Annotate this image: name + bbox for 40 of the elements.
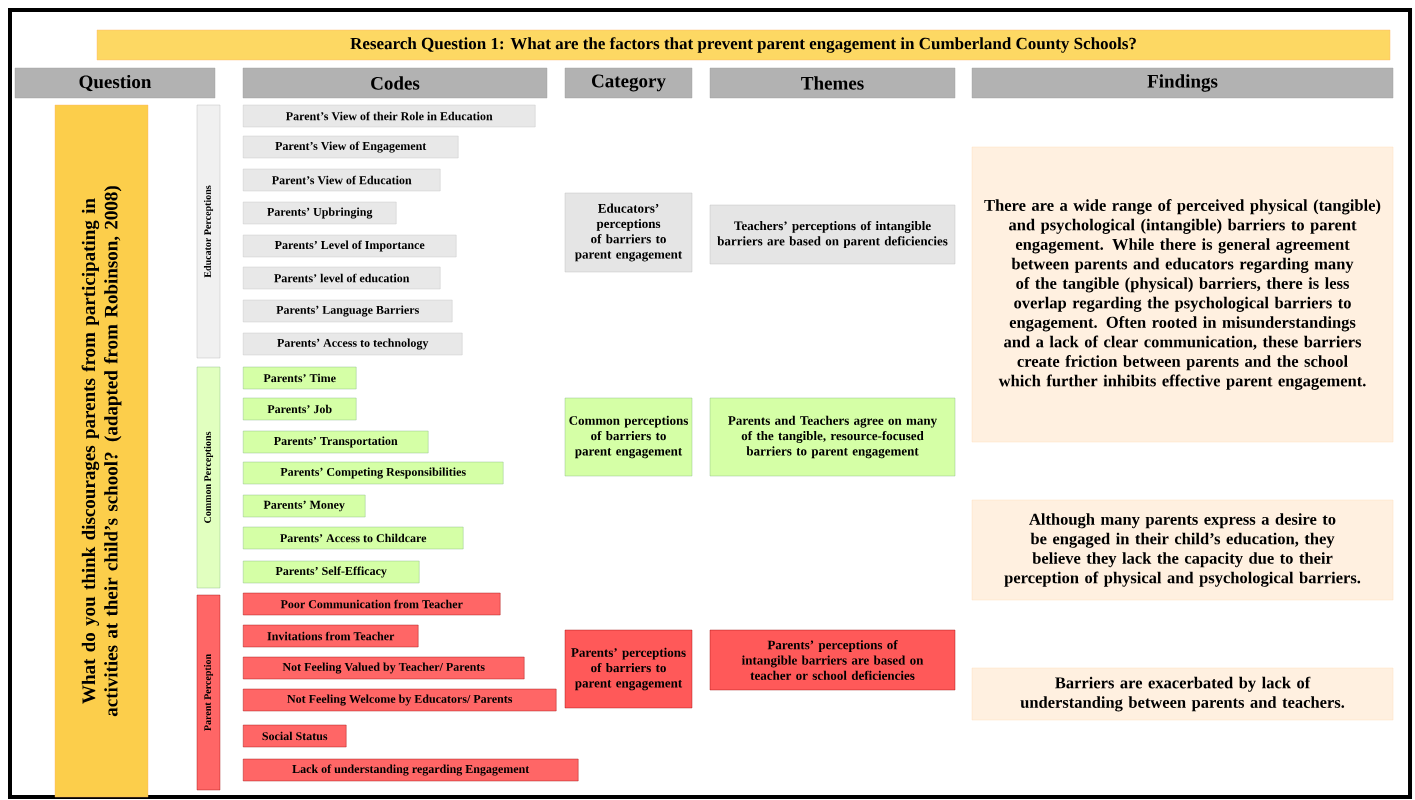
code-box: Social Status [243,724,347,748]
category-box: Parents’ perceptions of barriers to parent engagement [564,629,693,709]
code-box: Not Feeling Welcome by Educators/ Parents [243,688,557,712]
group-band: Parent Perception [196,594,221,791]
code-box: Parents’ Upbringing [243,201,397,225]
code-box: Parents’ Job [243,397,357,421]
code-box: Parents’ level of education [243,266,441,290]
code-box: Parents’ Access to Childcare [243,526,464,550]
column-header: Themes [709,67,956,99]
question-box: What do you think discourages parents from participating in activities at their child’s school? (adapted from Robinson, 2008) [54,104,149,798]
code-box: Not Feeling Valued by Teacher/ Parents [243,656,525,680]
code-box: Parents’ Transportation [243,430,429,454]
column-header: Findings [971,67,1394,99]
column-header: Codes [242,67,548,99]
category-box: Educators’ perceptions of barriers to parent engagement [564,192,693,273]
code-box: Parents’ Self-Efficacy [243,560,420,584]
code-box: Lack of understanding regarding Engagement [243,758,579,782]
code-box: Parents’ Competing Responsibilities [243,461,504,485]
code-box: Parent’s View of Education [243,168,441,192]
code-box: Parents’ Time [243,366,357,390]
finding-box: Although many parents express a desire to be engaged in their child’s education, they believe they lack the capacity due to their perception of physical and psychological barriers. [971,499,1394,601]
title-banner: Research Question 1: What are the factors that prevent parent engagement in Cumberland County Schools? [96,29,1391,61]
code-box: Parents’ Money [243,494,366,518]
group-band: Educator Perceptions [196,104,221,359]
code-box: Poor Communication from Teacher [243,592,501,616]
column-header: Question [14,67,216,99]
group-band: Common Perceptions [196,366,221,589]
finding-box: Barriers are exacerbated by lack of understanding between parents and teachers. [971,667,1394,721]
column-header: Category [564,67,693,99]
category-box: Common perceptions of barriers to parent engagement [564,397,693,477]
code-box: Parents’ Language Barriers [243,299,453,323]
theme-box: Parents’ perceptions of intangible barriers are based on teacher or school deficiencies [709,629,956,691]
code-box: Parent’s View of Engagement [243,135,459,159]
code-box: Parents’ Access to technology [243,332,463,356]
code-box: Invitations from Teacher [243,624,419,648]
theme-box: Teachers’ perceptions of intangible barriers are based on parent deficiencies [709,204,956,265]
code-box: Parents’ Level of Importance [243,234,457,258]
theme-box: Parents and Teachers agree on many of the tangible, resource-focused barriers to parent engagement [709,397,956,477]
code-box: Parent’s View of their Role in Education [243,104,536,128]
finding-box: There are a wide range of perceived physical (tangible) and psychological (intangible) barriers to parent engagement. While there is general agreement between parents and educators regarding many of the tangible (physical) barriers, there is less overlap regarding the psychological barriers to engagement. Often rooted in misunderstandings and a lack of clear communication, these barriers create friction between parents and the school which further inhibits effective parent engagement. [971,146,1394,443]
